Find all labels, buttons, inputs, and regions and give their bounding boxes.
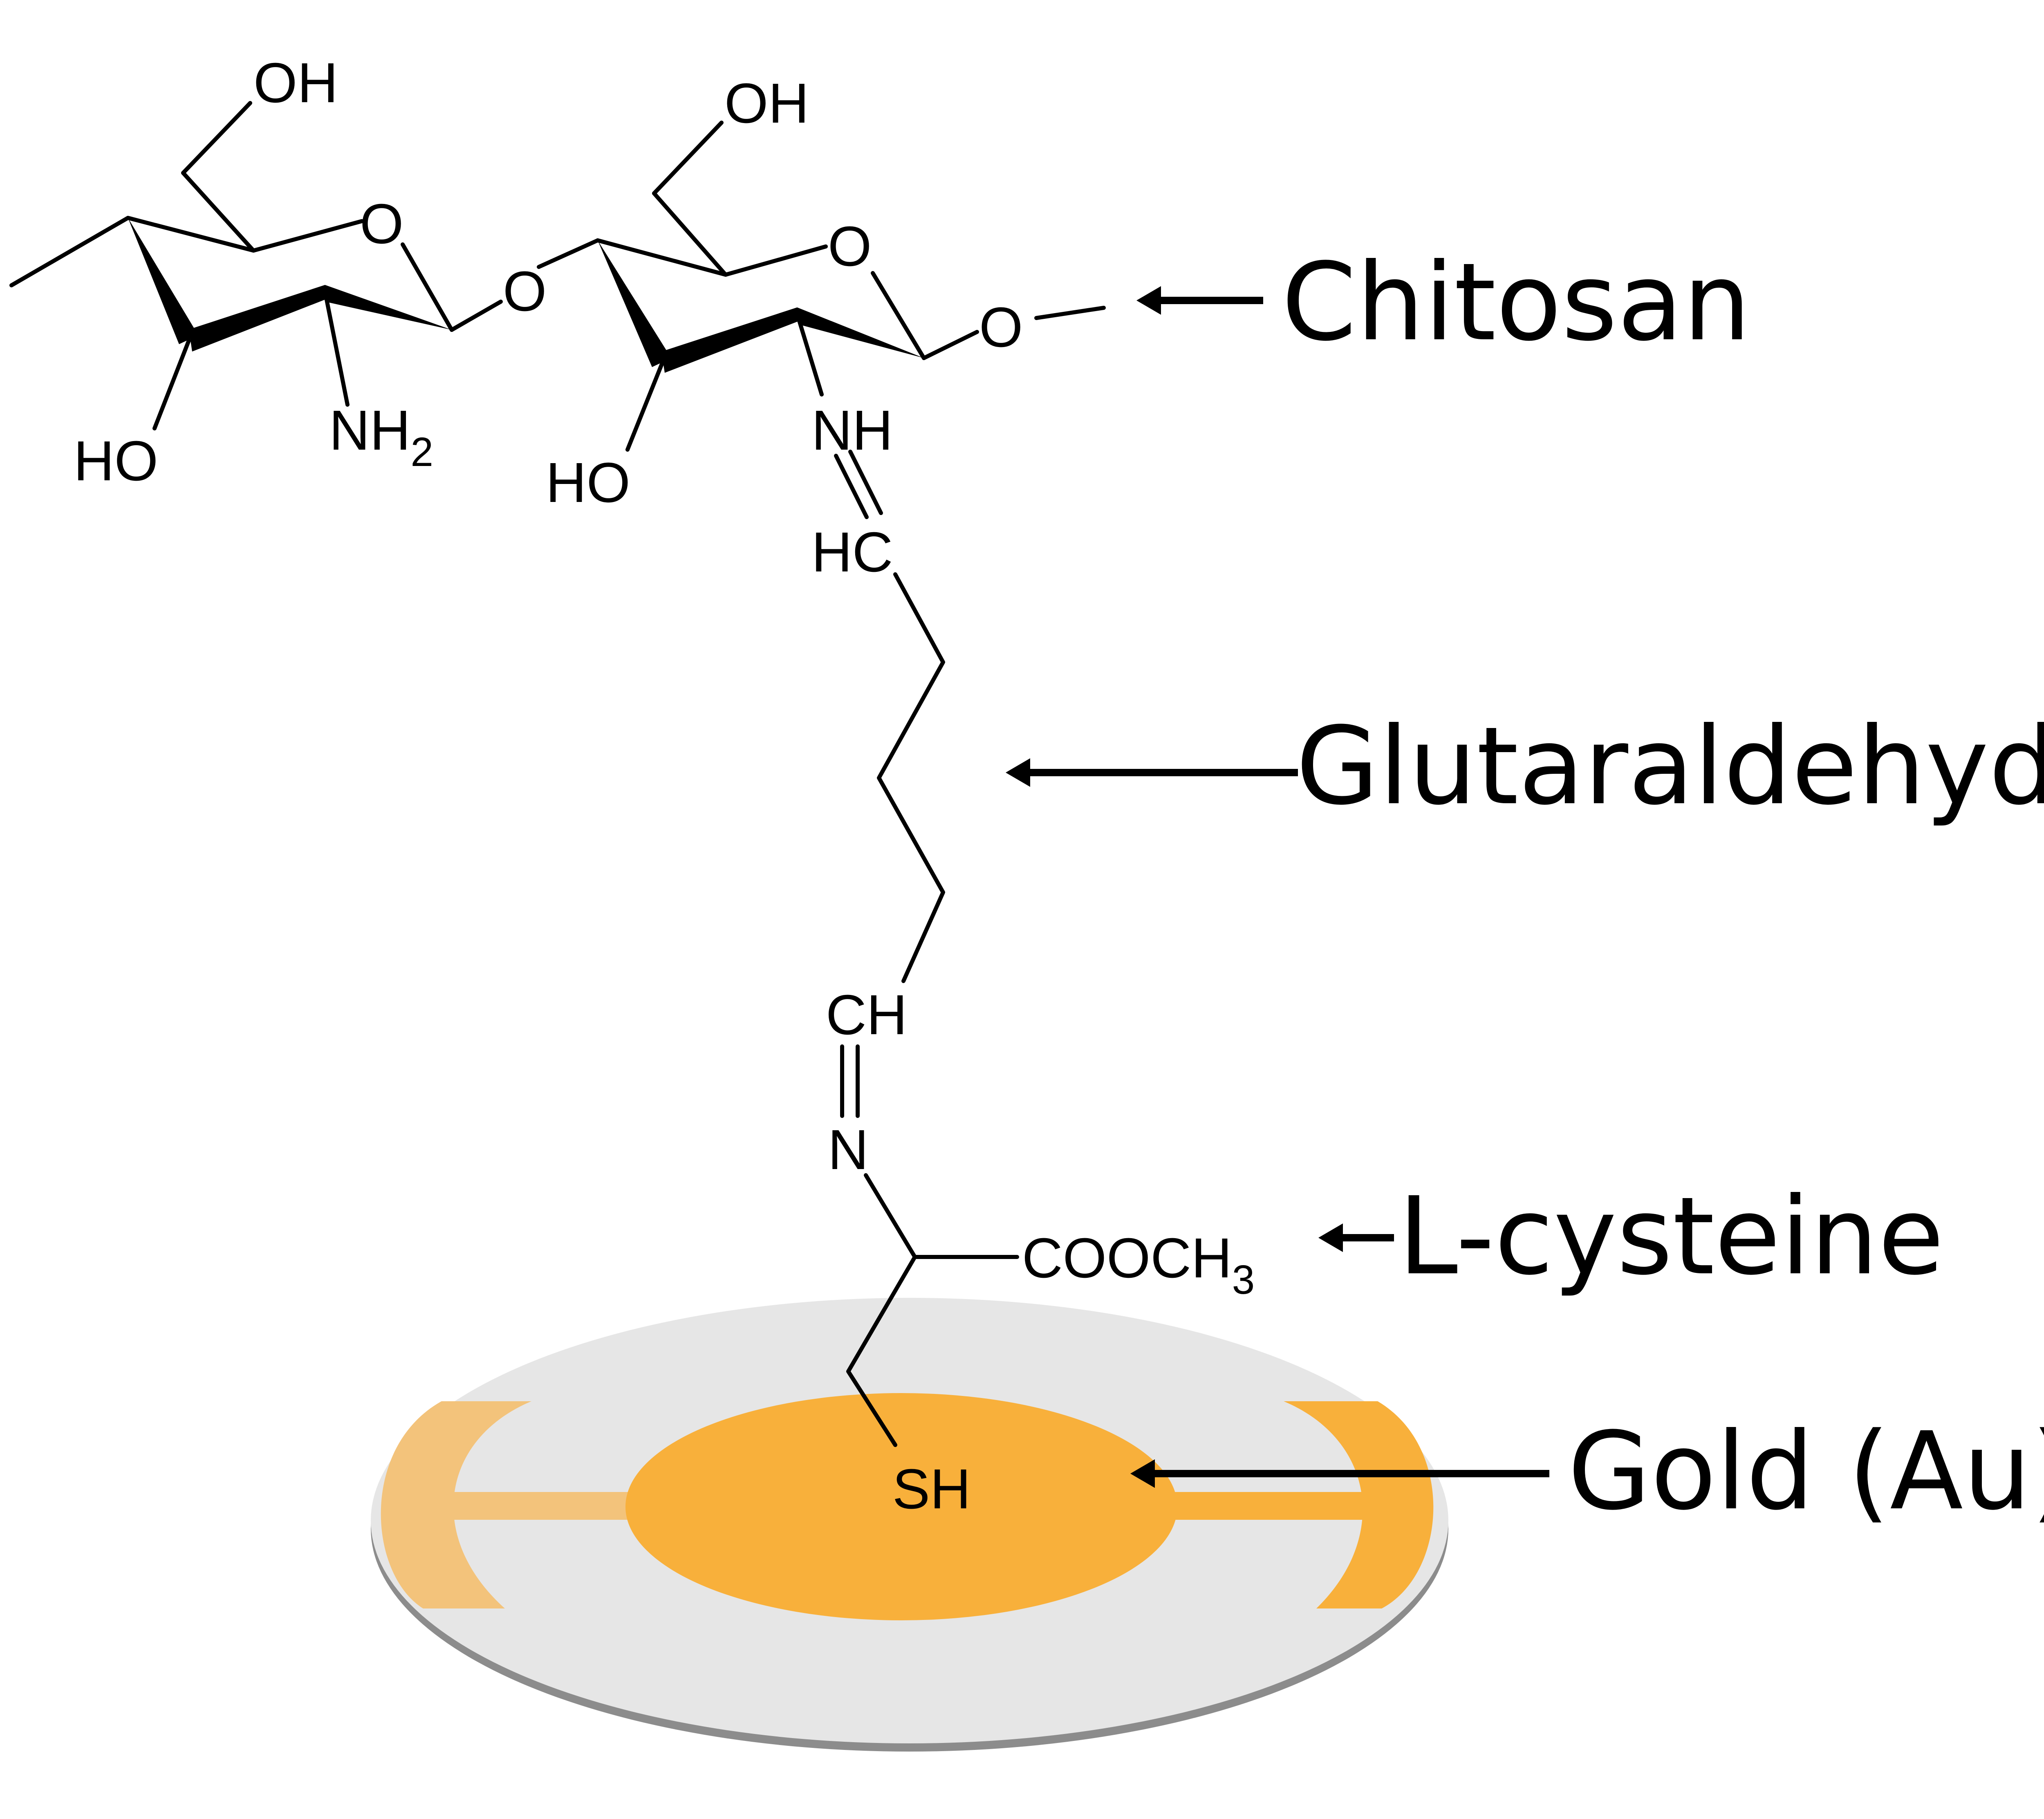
electrode-right-contact-bar [1165, 1492, 1378, 1520]
glycosidic-oxygen-label: O [503, 260, 547, 323]
glycosidic-bond-left [450, 300, 503, 332]
ring1-wedge-c4-c3 [128, 218, 198, 344]
nh-hc-double-bond-1 [834, 454, 869, 519]
chitosan-label: Chitosan [1282, 240, 1751, 365]
cooch3-label: COOCH3 [1022, 1227, 1255, 1303]
ring2-ho-bottom-label: HO [546, 451, 630, 514]
glutaraldehyde-label: Glutaraldehyde [1296, 704, 2044, 829]
ring2-c1-o-bond [922, 330, 979, 360]
electrode-left-contact-arc [381, 1401, 531, 1608]
ring1-c5-c6-bond [181, 171, 256, 253]
ring1-ring-oxygen-label: O [360, 193, 403, 255]
ring1-c6-oh-bond [181, 101, 252, 175]
n-label: N [828, 1118, 869, 1181]
ring2-o-c1-bond [871, 271, 926, 360]
ring1-o-c1-bond [401, 242, 454, 332]
glycosidic-bond-right [537, 238, 600, 269]
terminal-o-bond [1034, 306, 1106, 320]
l-cysteine-arrow-head [1318, 1223, 1343, 1252]
ch-label: CH [826, 983, 907, 1046]
gold-arrow-head [1130, 1459, 1155, 1488]
glutaraldehyde-linker: HC CH N [811, 450, 945, 1181]
electrode-right-contact-arc [1284, 1401, 1434, 1608]
l-cysteine-structure: COOCH3 SH [846, 1173, 1255, 1521]
hc-label: HC [811, 521, 893, 584]
gold-electrode [371, 1298, 1448, 1752]
ring1-nh2-label: NH2 [329, 399, 433, 475]
ring1-bonds [9, 216, 364, 287]
nh-hc-double-bond-2 [848, 450, 883, 515]
ring2-c2-nh-bond [795, 312, 824, 397]
calpha-ch2-sh-bonds [846, 1255, 917, 1447]
gold-label: Gold (Au) [1568, 1409, 2044, 1534]
callout-arrows [1006, 286, 1549, 1488]
linker-chain [877, 572, 945, 983]
glutaraldehyde-arrow-head [1006, 758, 1030, 787]
ring1-c3-oh-bond [152, 338, 191, 430]
ring2-oh-top-label: OH [724, 72, 809, 135]
terminal-oxygen-label: O [979, 296, 1023, 359]
ring1-oh-top-label: OH [253, 52, 338, 114]
ring2-bold-c3-c2 [661, 307, 800, 373]
ring1-c2-nh2-bond [323, 289, 350, 407]
callout-labels: Chitosan Glutaraldehyde L-cysteine Gold … [1282, 240, 2044, 1534]
ring2-c5-c6-bond [652, 191, 728, 277]
ring2-ring-oxygen-label: O [828, 215, 872, 278]
chitosan-arrow-head [1136, 286, 1161, 315]
ring1-ho-bottom-label: HO [74, 430, 158, 493]
n-calpha-bond [864, 1173, 917, 1259]
ring1-bold-c3-c2 [189, 285, 329, 352]
ring2-c6-oh-bond [652, 121, 724, 195]
ring2-c3-oh-bond [625, 361, 664, 452]
gold-working-area [625, 1393, 1177, 1620]
ring2-wedge-c4-c3 [598, 240, 671, 367]
l-cysteine-label: L-cysteine [1398, 1174, 1944, 1299]
chitosan-structure: OH O HO NH2 O OH O HO NH O [9, 52, 1106, 514]
sh-thiol-label: SH [892, 1458, 971, 1521]
ring2-wedge-c2-c1 [797, 307, 924, 358]
ring1-wedge-c2-c1 [325, 285, 452, 330]
